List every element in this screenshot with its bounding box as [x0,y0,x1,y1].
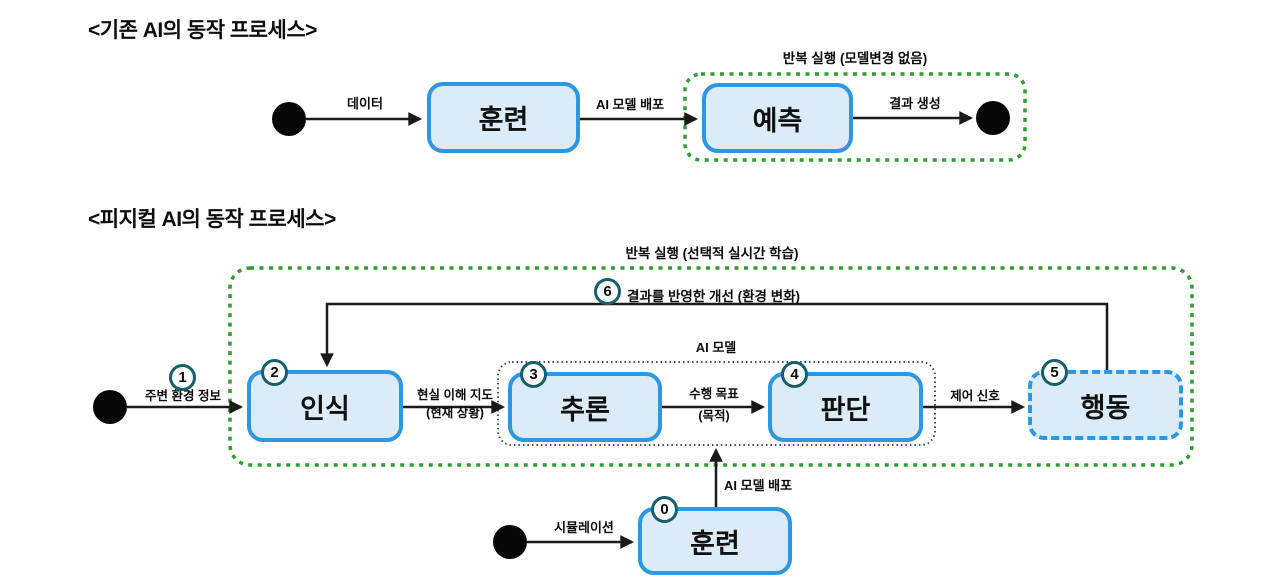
node-train-d2-label: 훈련 [690,528,740,559]
node-train-d1: 훈련 [427,82,580,153]
ai-model-group [497,361,936,446]
loop-label-d1: 반복 실행 (모델변경 없음) [783,47,927,67]
badge-2-num: 2 [270,364,279,381]
badge-1: 1 [169,364,196,391]
node-predict-label: 예측 [752,105,803,136]
arrow-feedback-act-to-recognize [320,302,1109,370]
node-recognize-label: 인식 [300,393,350,424]
loop-label-d2-bold: (선택적 실시간 학습) [682,246,799,261]
node-predict: 예측 [702,83,853,153]
edge-label-goal-1: 수행 목표 [689,387,739,401]
badge-0-num: 0 [660,501,669,518]
diagram2-title: <피지컬 AI의 동작 프로세스> [88,208,336,231]
badge-4-num: 4 [790,366,799,383]
edge-label-goal-2: (목적) [698,409,730,423]
node-reason-label: 추론 [560,394,610,425]
badge-3: 3 [520,361,547,388]
edge-label-deploy-d2: AI 모델 배포 [724,478,793,493]
start-node-d2 [93,390,127,424]
node-judge-label: 판단 [820,394,871,425]
badge-4: 4 [781,361,808,388]
start-node-train-d2 [493,525,527,559]
badge-5-num: 5 [1050,364,1059,381]
badge-6-num: 6 [603,283,612,300]
end-node-d1 [976,101,1010,135]
start-node-d1 [272,102,306,136]
badge-0: 0 [651,496,678,523]
edge-label-understanding-1: 현실 이해 지도 [417,388,493,402]
edge-label-data: 데이터 [347,96,383,111]
loop-label-d1-bold: (모델변경 없음) [839,51,928,66]
edge-label-env: 주변 환경 정보 [145,389,221,403]
node-act-label: 행동 [1080,392,1131,423]
badge-2: 2 [261,359,288,386]
edge-label-result: 결과 생성 [889,96,941,111]
edge-label-understanding-2: (현재 상황) [426,406,484,420]
node-train-d1-label: 훈련 [478,105,529,135]
badge-5: 5 [1041,359,1068,386]
loop-label-d2-prefix: 반복 실행 [625,246,683,261]
ai-model-group-label: AI 모델 [695,340,737,355]
loop-label-d2: 반복 실행 (선택적 실시간 학습) [625,242,798,262]
badge-6: 6 [594,278,621,305]
edge-label-sim: 시뮬레이션 [554,520,614,535]
badge-1-num: 1 [178,369,187,386]
node-recognize: 인식 [247,370,403,442]
badge-3-num: 3 [529,366,538,383]
feedback-label: 결과를 반영한 개선 (환경 변화) [627,289,801,304]
edge-label-deploy-d1: AI 모델 배포 [595,97,665,112]
diagram1-title: <기존 AI의 동작 프로세스> [88,19,317,42]
edge-label-control: 제어 신호 [950,389,1000,403]
loop-label-d1-prefix: 반복 실행 [782,51,840,66]
